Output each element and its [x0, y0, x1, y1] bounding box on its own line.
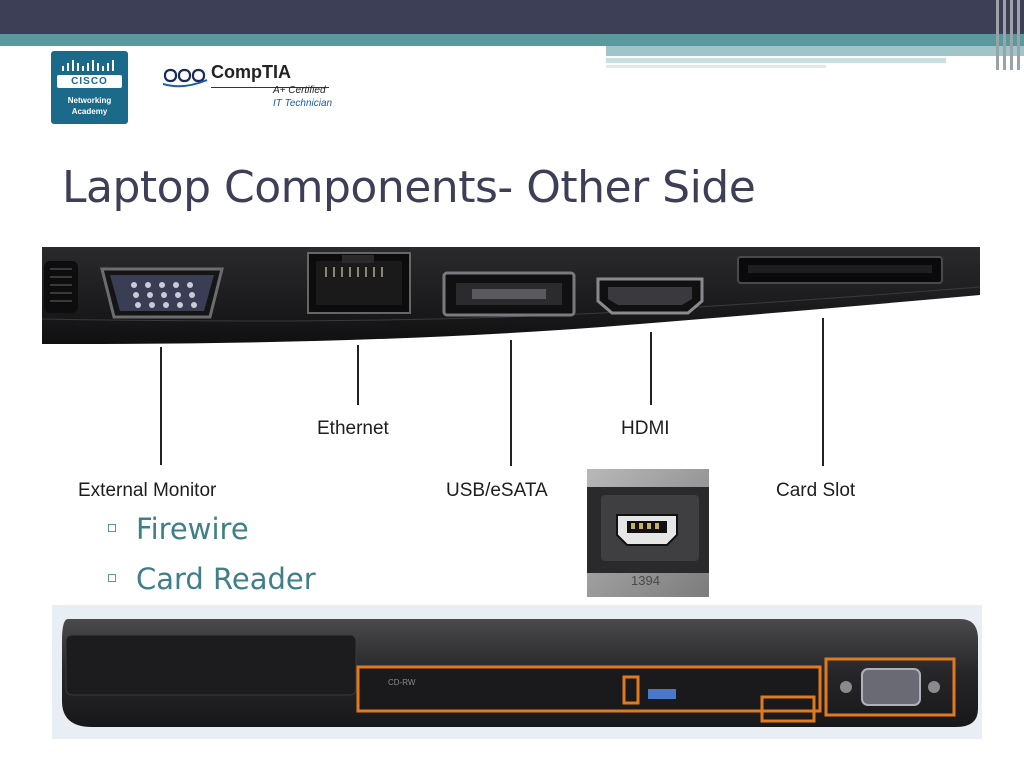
leader-card-slot	[822, 318, 824, 466]
vga-port-icon	[100, 267, 224, 319]
label-card-slot: Card Slot	[776, 480, 856, 501]
bullet-text: Card Reader	[136, 562, 316, 596]
svg-text:CD-RW: CD-RW	[388, 678, 416, 687]
header-edge-lines	[992, 0, 1024, 70]
firewire-photo: 1394	[587, 469, 709, 597]
leader-hdmi	[650, 332, 652, 405]
firewire-port-icon	[616, 514, 678, 546]
cisco-caption: Networking Academy	[51, 95, 128, 117]
cisco-caption-line2: Academy	[71, 107, 108, 116]
comptia-wordmark: CompTIA	[211, 62, 291, 82]
bullet-text: Firewire	[136, 512, 249, 546]
cisco-logo-icon: CISCO Networking Academy	[51, 51, 128, 124]
header-accent-steps	[606, 46, 1024, 70]
slide-title: Laptop Components- Other Side	[62, 162, 756, 213]
leader-ethernet	[357, 345, 359, 405]
leader-external-monitor	[160, 347, 162, 465]
bullet-marker-icon	[108, 524, 116, 532]
vent-grill-icon	[44, 261, 78, 313]
optical-drive-icon: CD-RW	[356, 665, 822, 713]
laptop-ports-photo	[42, 247, 980, 345]
cisco-wordmark-box: CISCO	[57, 75, 122, 88]
hdmi-port-icon	[596, 277, 704, 315]
header-bar	[0, 0, 1024, 34]
highlight-box	[760, 695, 816, 723]
label-hdmi: HDMI	[621, 418, 670, 439]
label-usb-esata: USB/eSATA	[446, 480, 548, 501]
cisco-caption-line1: Networking	[67, 96, 112, 105]
comptia-rule	[211, 87, 329, 88]
firewire-port-number: 1394	[631, 573, 660, 588]
label-external-monitor: External Monitor	[78, 480, 217, 501]
comptia-logo-icon: CompTIA A+ Certified IT Technician	[163, 60, 338, 120]
label-ethernet: Ethernet	[317, 418, 389, 439]
leader-usb-esata	[510, 340, 512, 466]
usb-esata-port-icon	[442, 271, 576, 317]
ethernet-port-icon	[307, 252, 411, 314]
comptia-cert-line: A+ Certified	[273, 85, 326, 96]
comptia-rings-icon	[163, 68, 208, 88]
vga-port-icon	[824, 657, 956, 717]
comptia-tech-line: IT Technician	[273, 98, 333, 109]
bullet-marker-icon	[108, 574, 116, 582]
cisco-bars-icon	[62, 60, 114, 71]
header-accent-band	[0, 34, 1024, 46]
card-slot-icon	[737, 256, 943, 284]
laptop-side-photo: CD-RW	[52, 605, 982, 739]
cisco-wordmark: CISCO	[71, 76, 108, 87]
